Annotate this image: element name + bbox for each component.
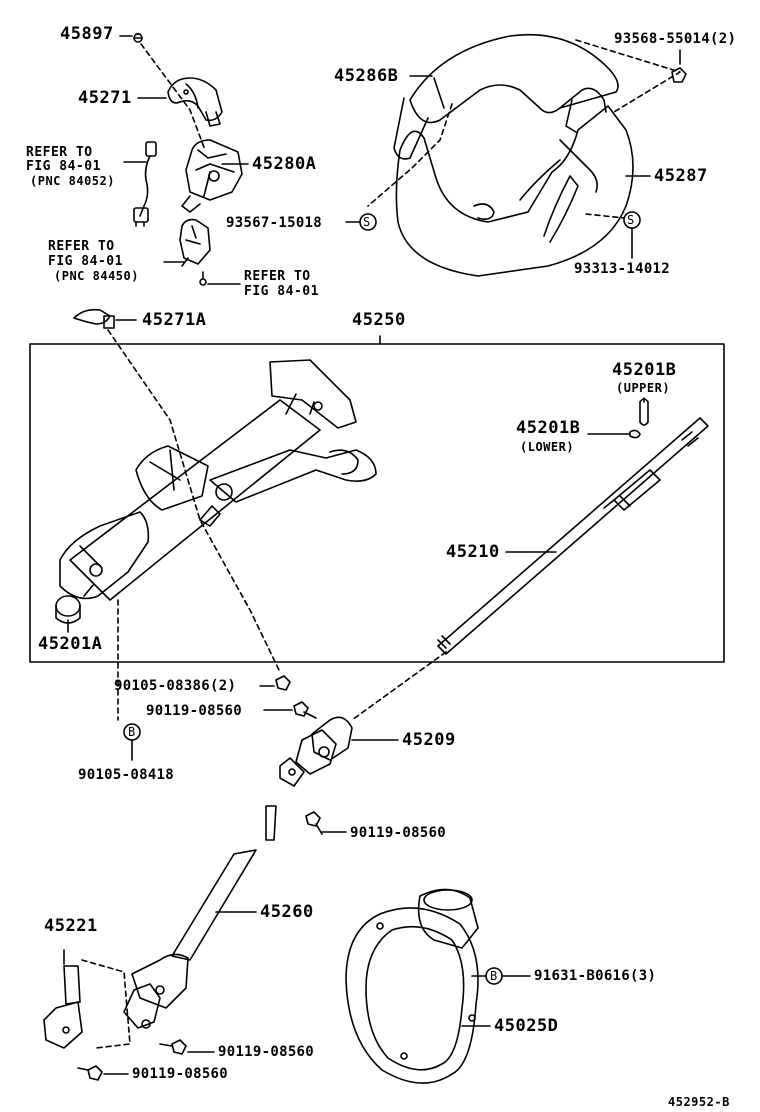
- label-45221: 45221: [44, 916, 98, 936]
- label-lower: (LOWER): [520, 440, 575, 454]
- label-91631: 91631-B0616(3): [534, 968, 657, 984]
- b-symbol-90105-08418: B: [128, 725, 136, 739]
- label-45201a: 45201A: [38, 634, 103, 654]
- label-93313: 93313-14012: [574, 261, 671, 277]
- dash-93568: [575, 39, 681, 113]
- bolt-90119-08560-a: [293, 701, 317, 719]
- label-45287: 45287: [654, 166, 708, 186]
- label-90119-08560-c: 90119-08560: [218, 1044, 315, 1060]
- clamp-45271: [167, 77, 223, 127]
- label-90119-08560-d: 90119-08560: [132, 1066, 229, 1082]
- s-marker-93567: [359, 213, 377, 231]
- screw-refer3: [199, 271, 207, 286]
- bolt-90119-08560-d: [77, 1065, 103, 1081]
- housing-45280a: [181, 139, 243, 213]
- switch-84052: [133, 141, 157, 227]
- bolt-90119-08560-b: [305, 811, 323, 835]
- cover-45286b: [393, 33, 619, 160]
- label-93568: 93568-55014(2): [614, 31, 737, 47]
- joint-45209: [279, 716, 353, 787]
- refer2-line1: REFER TO: [48, 239, 115, 254]
- label-45209: 45209: [402, 730, 456, 750]
- label-45260: 45260: [260, 902, 314, 922]
- label-90105-08418: 90105-08418: [78, 767, 175, 783]
- bushing-45201a: [55, 595, 81, 624]
- assembly-box-45250: [29, 335, 725, 663]
- cover-45287: [395, 105, 634, 277]
- s-symbol-93567: S: [363, 215, 371, 229]
- refer3-line2: FIG 84-01: [244, 284, 319, 299]
- label-45201b-upper: 45201B: [612, 360, 677, 380]
- s-symbol-93313: S: [627, 213, 635, 227]
- dash-93313: [585, 213, 625, 219]
- bolt-45897: [133, 33, 143, 43]
- refer1-line1: REFER TO: [26, 145, 93, 160]
- label-upper: (UPPER): [616, 381, 671, 395]
- label-90119-08560-a: 90119-08560: [146, 703, 243, 719]
- label-90119-08560-b: 90119-08560: [350, 825, 447, 841]
- refer1-line3: (PNC 84052): [30, 174, 115, 188]
- b-symbol-91631: B: [490, 969, 498, 983]
- column-tube-45250: [59, 359, 377, 601]
- label-45271a: 45271A: [142, 310, 207, 330]
- switch-84450: [179, 218, 211, 267]
- label-45280a: 45280A: [252, 154, 317, 174]
- dash-45209: [351, 651, 447, 721]
- shaft-45260: [123, 805, 277, 1029]
- boot-45025d: [345, 888, 479, 1084]
- refer2-line3: (PNC 84450): [54, 269, 139, 283]
- label-45210: 45210: [446, 542, 500, 562]
- shaft-45210: [437, 417, 709, 655]
- refer1-line2: FIG 84-01: [26, 159, 101, 174]
- label-45897: 45897: [60, 24, 114, 44]
- bolt-45271a: [73, 308, 115, 329]
- label-45286b: 45286B: [334, 66, 399, 86]
- figure-code: 452952-B: [668, 1095, 730, 1109]
- dash-45221: [81, 959, 131, 1049]
- bolt-90105-08386: [275, 675, 291, 691]
- bolt-90119-08560-c: [159, 1039, 187, 1055]
- refer3-line1: REFER TO: [244, 269, 311, 284]
- dash-45897: [140, 43, 206, 151]
- label-93567: 93567-15018: [226, 215, 323, 231]
- refer2-line2: FIG 84-01: [48, 254, 123, 269]
- label-90105-08386: 90105-08386(2): [114, 678, 237, 694]
- label-45271: 45271: [78, 88, 132, 108]
- label-45025d: 45025D: [494, 1016, 559, 1036]
- label-45201b-lower: 45201B: [516, 418, 581, 438]
- screw-93568: [671, 49, 687, 83]
- label-45250: 45250: [352, 310, 406, 330]
- dash-45271a: [107, 329, 281, 673]
- clip-45201b: [629, 398, 649, 439]
- joint-45221: [43, 965, 83, 1049]
- dash-93567: [367, 103, 453, 207]
